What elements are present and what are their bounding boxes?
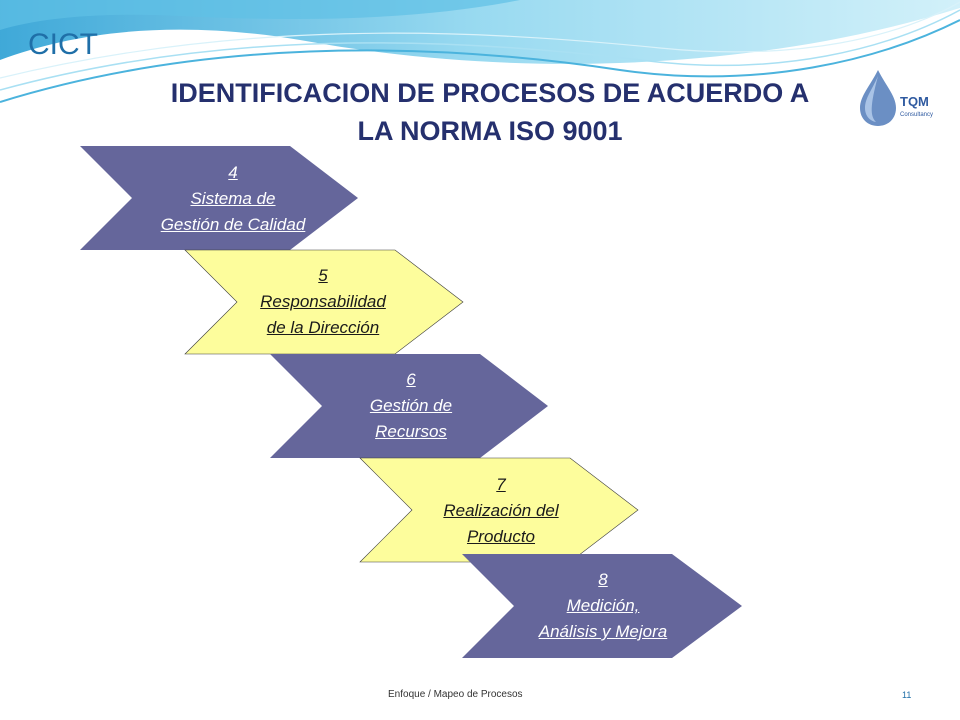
step-8-line1: Medición, xyxy=(566,596,640,615)
logo-subtext: Consultancy xyxy=(900,112,933,118)
step-7-text: 7 Realización del Producto xyxy=(386,472,616,550)
step-4-line2: Gestión de Calidad xyxy=(160,215,306,234)
step-8-text: 8 Medición, Análisis y Mejora xyxy=(488,567,718,645)
page-title: IDENTIFICACION DE PROCESOS DE ACUERDO A … xyxy=(150,74,830,150)
step-5-text: 5 Responsabilidad de la Dirección xyxy=(208,263,438,341)
step-5-line1: Responsabilidad xyxy=(260,292,386,311)
page-number: 11 xyxy=(902,690,912,700)
tqm-logo: TQM Consultancy xyxy=(852,66,938,130)
step-6-line2: Recursos xyxy=(375,422,447,441)
step-7-line1: Realización del xyxy=(443,501,559,520)
title-line-1: IDENTIFICACION DE PROCESOS DE ACUERDO A xyxy=(170,78,810,108)
step-6-line1: Gestión de xyxy=(369,396,453,415)
step-6-text: 6 Gestión de Recursos xyxy=(296,367,526,445)
step-5-line2: de la Dirección xyxy=(266,318,380,337)
step-6-number: 6 xyxy=(406,370,416,389)
logo-text: TQM xyxy=(900,94,929,109)
step-4-text: 4 Sistema de Gestión de Calidad xyxy=(118,160,348,238)
chevron-step-4 xyxy=(80,146,358,250)
brand-label: CICT xyxy=(28,28,98,61)
step-5-number: 5 xyxy=(318,266,328,285)
step-8-number: 8 xyxy=(598,570,608,589)
step-7-line2: Producto xyxy=(466,527,536,546)
step-4-line1: Sistema de xyxy=(190,189,276,208)
background-waves xyxy=(0,0,960,103)
title-line-2: LA NORMA ISO 9001 xyxy=(357,116,623,146)
chevron-step-8 xyxy=(462,554,742,658)
step-8-line2: Análisis y Mejora xyxy=(538,622,668,641)
step-4-number: 4 xyxy=(228,163,238,182)
chevron-step-6 xyxy=(270,354,548,458)
footer-text: Enfoque / Mapeo de Procesos xyxy=(388,689,523,700)
step-7-number: 7 xyxy=(496,475,506,494)
